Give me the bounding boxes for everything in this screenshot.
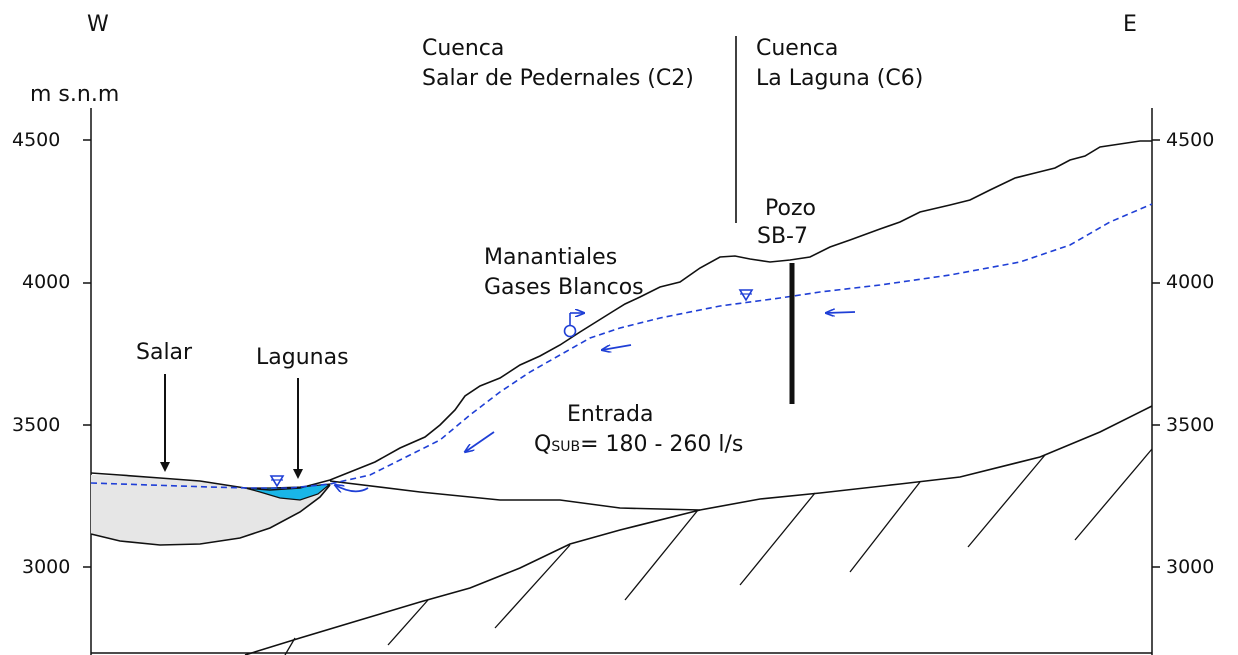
basin-right-line1: Cuenca — [756, 36, 839, 61]
right-tick-label-3500: 3500 — [1166, 414, 1215, 436]
right-tick-label-4000: 4000 — [1166, 271, 1215, 293]
flow-arrow-slope — [465, 431, 495, 452]
lagunas-label: Lagunas — [256, 345, 349, 370]
right-tick-label-4500: 4500 — [1166, 129, 1215, 151]
well-label-line2: SB-7 — [757, 224, 808, 249]
bedrock-hatching — [284, 448, 1153, 655]
ground-surface — [90, 140, 1152, 491]
basin-left-line2: Salar de Pedernales (C2) — [422, 66, 694, 91]
water-level-marker-lagunas — [269, 475, 285, 488]
inflow-rate: QSUB= 180 - 260 l/s — [534, 432, 743, 460]
q-value: = 180 - 260 l/s — [580, 432, 744, 457]
inflow-title: Entrada — [567, 402, 654, 427]
water-level-marker-well — [738, 289, 754, 302]
left-tick-label-4500: 4500 — [12, 129, 61, 151]
springs-label-line2: Gases Blancos — [484, 275, 644, 300]
left-tick-label-4000: 4000 — [22, 271, 71, 293]
left-tick-label-3000: 3000 — [22, 556, 71, 578]
bedrock-contact-lower — [244, 509, 701, 655]
east-label: E — [1123, 12, 1137, 37]
flow-arrow-east — [826, 312, 856, 313]
q-symbol: Q — [534, 432, 552, 457]
right-tick-label-3000: 3000 — [1166, 556, 1215, 578]
spring-symbol-icon — [563, 313, 585, 338]
salar-deposit — [91, 475, 330, 545]
water-table — [90, 203, 1153, 489]
flow-arrow-inflow-lagunas — [335, 485, 369, 491]
q-subscript: SUB — [551, 439, 581, 455]
west-label: W — [87, 12, 109, 37]
salar-label: Salar — [136, 340, 193, 365]
basin-left-line1: Cuenca — [422, 36, 505, 61]
right-tick-marks — [1152, 139, 1160, 568]
elevation-unit-label: m s.n.m — [30, 82, 120, 107]
well-label-line1: Pozo — [765, 196, 816, 221]
flow-arrow-springs — [602, 344, 632, 350]
basin-right-line2: La Laguna (C6) — [756, 66, 924, 91]
bedrock-contact-upper — [329, 405, 1153, 511]
left-tick-marks — [83, 139, 91, 568]
salar-base-line — [90, 484, 331, 546]
left-tick-label-3500: 3500 — [12, 414, 61, 436]
springs-label-line1: Manantiales — [484, 245, 618, 270]
